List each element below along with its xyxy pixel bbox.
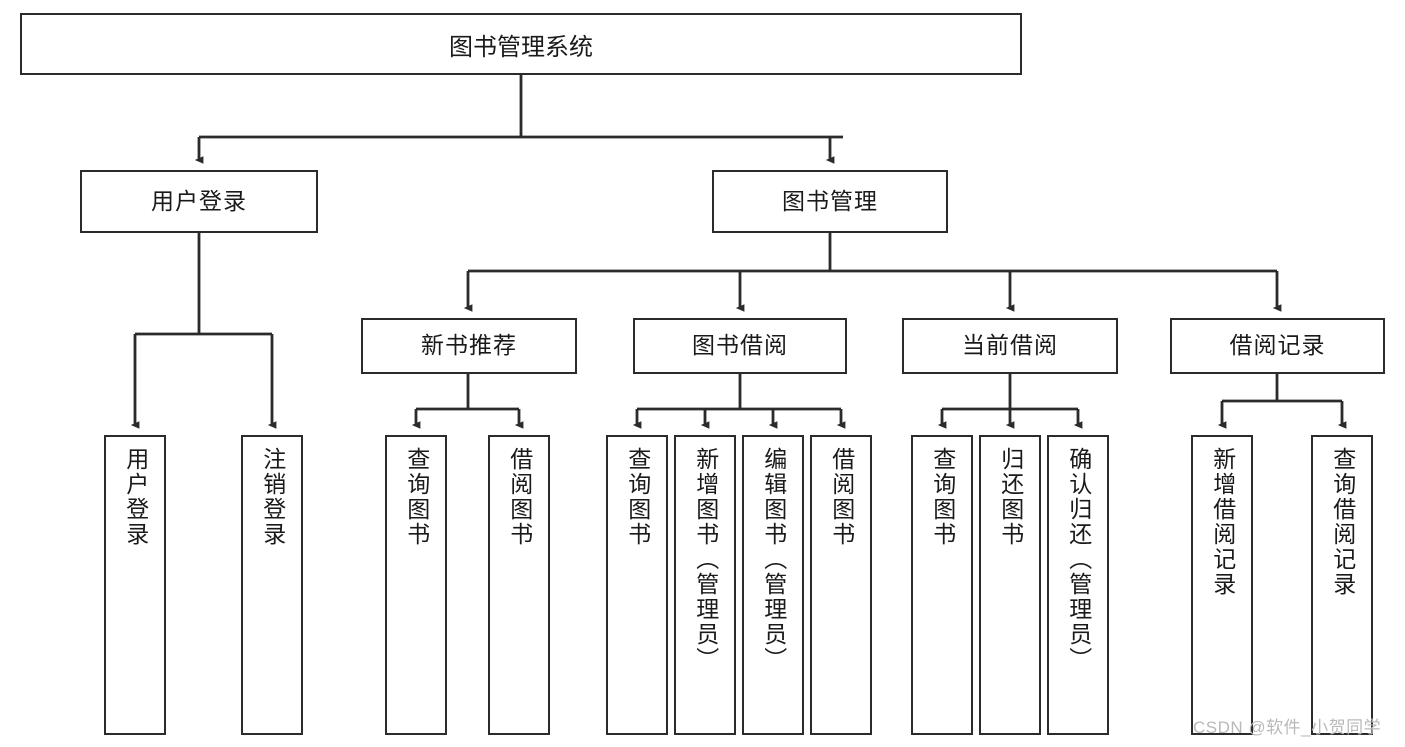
leaf-label: 编辑图书（管理员） [760, 447, 787, 672]
node-book-borrow[interactable]: 图书借阅 [633, 318, 847, 374]
node-book-management[interactable]: 图书管理 [712, 170, 948, 233]
leaf-label: 借阅图书 [506, 447, 533, 547]
leaf-label: 确认归还（管理员） [1065, 447, 1092, 672]
leaf-new-book-borrow[interactable]: 借阅图书 [488, 435, 550, 735]
node-label: 当前借阅 [962, 332, 1058, 359]
leaf-label: 查询借阅记录 [1329, 447, 1356, 597]
leaf-record-add[interactable]: 新增借阅记录 [1191, 435, 1253, 735]
watermark-text: CSDN @软件_小贺同学 [1193, 718, 1382, 737]
leaf-label: 用户登录 [122, 447, 149, 547]
node-current-borrow[interactable]: 当前借阅 [902, 318, 1118, 374]
node-root-system[interactable]: 图书管理系统 [20, 13, 1022, 75]
leaf-record-query[interactable]: 查询借阅记录 [1311, 435, 1373, 735]
node-label: 借阅记录 [1229, 332, 1326, 359]
leaf-label: 新增图书（管理员） [692, 447, 719, 672]
node-user-login[interactable]: 用户登录 [80, 170, 318, 233]
leaf-label: 借阅图书 [828, 447, 855, 547]
leaf-label: 注销登录 [259, 447, 286, 547]
node-label: 图书管理 [782, 187, 878, 214]
node-label: 图书管理系统 [449, 33, 593, 61]
node-label: 用户登录 [151, 187, 247, 214]
leaf-borrow-query-book[interactable]: 查询图书 [606, 435, 668, 735]
leaf-label: 查询图书 [403, 447, 430, 547]
leaf-label: 归还图书 [997, 447, 1024, 547]
leaf-label: 查询图书 [929, 447, 956, 547]
leaf-current-return-book[interactable]: 归还图书 [979, 435, 1041, 735]
node-label: 图书借阅 [692, 332, 788, 359]
leaf-new-book-query[interactable]: 查询图书 [385, 435, 447, 735]
leaf-borrow-add-book[interactable]: 新增图书（管理员） [674, 435, 736, 735]
node-new-book-recommend[interactable]: 新书推荐 [361, 318, 577, 374]
leaf-label: 新增借阅记录 [1209, 447, 1236, 597]
node-label: 新书推荐 [421, 332, 517, 359]
leaf-user-login-logout[interactable]: 注销登录 [241, 435, 303, 735]
leaf-label: 查询图书 [624, 447, 651, 547]
node-borrow-record[interactable]: 借阅记录 [1170, 318, 1385, 374]
leaf-borrow-edit-book[interactable]: 编辑图书（管理员） [742, 435, 804, 735]
leaf-borrow-borrow-book[interactable]: 借阅图书 [810, 435, 872, 735]
leaf-current-query-book[interactable]: 查询图书 [911, 435, 973, 735]
leaf-current-confirm-return[interactable]: 确认归还（管理员） [1047, 435, 1109, 735]
leaf-user-login-login[interactable]: 用户登录 [104, 435, 166, 735]
